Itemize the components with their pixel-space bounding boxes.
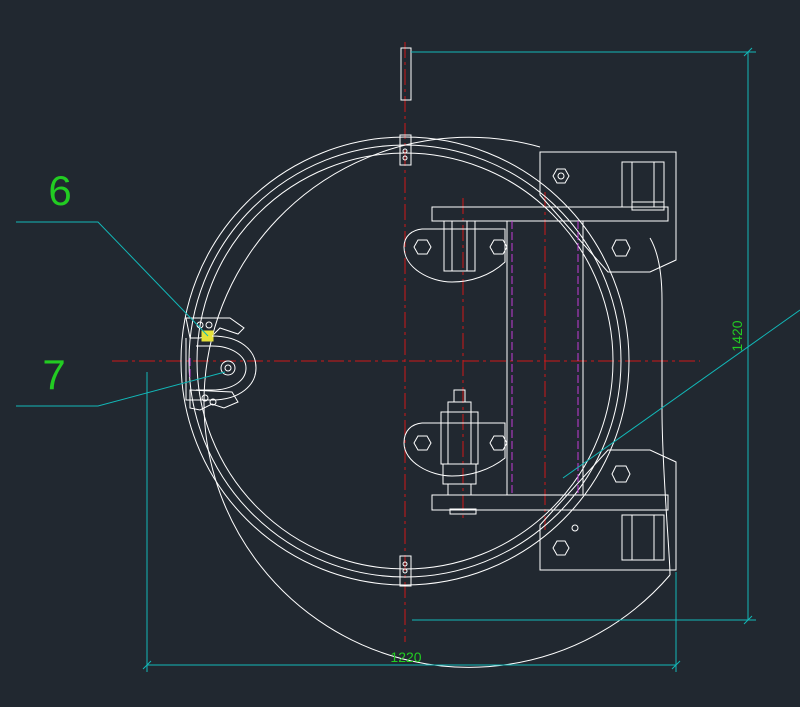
top-hinge-plate-outline — [539, 151, 677, 273]
bottom-arm — [431, 494, 669, 511]
door-ring-outer — [180, 136, 630, 586]
bottom-hinge-hex-nut-2 — [611, 465, 631, 483]
width-tick-left — [142, 660, 152, 670]
leader-right — [562, 309, 800, 479]
height-dimension-label: 1420 — [729, 320, 745, 351]
bottom-hinge-hex-nut — [552, 540, 570, 556]
top-rod-body — [400, 47, 412, 101]
leader-6 — [16, 221, 209, 337]
upper-right-nut — [489, 239, 508, 255]
dimension-height — [411, 47, 756, 625]
lower-right-nut — [489, 435, 508, 451]
latch-pin-2 — [205, 321, 213, 329]
top-hinge-hex-nut — [552, 168, 570, 184]
latch-mechanism — [185, 317, 257, 411]
top-arm — [431, 206, 669, 222]
bottom-hinge-plate-outline — [539, 449, 677, 571]
lower-left-nut — [413, 435, 432, 451]
bottom-hinge-plate — [539, 449, 677, 571]
bottom-clip-hole-1 — [402, 561, 408, 567]
door-ring-middle — [188, 144, 622, 578]
latch-cam-inner — [224, 364, 232, 372]
latch-housing-inner — [196, 345, 247, 391]
leader-7 — [16, 371, 226, 407]
latch-housing-outer — [185, 335, 257, 401]
top-hinge-hex-nut-2 — [611, 239, 631, 257]
top-clip — [399, 134, 412, 166]
bottom-clip — [399, 555, 412, 587]
callout-6: 6 — [48, 167, 71, 214]
callout-7: 7 — [42, 351, 65, 398]
bottom-hinge-block — [621, 514, 665, 561]
latch-pin-4 — [209, 398, 217, 406]
height-tick-bottom — [743, 615, 753, 625]
top-rod — [400, 47, 412, 101]
bottom-clip-hole-2 — [402, 568, 408, 574]
upper-left-nut — [413, 239, 432, 255]
top-hinge-block — [621, 161, 665, 208]
upper-bracket-outline — [403, 228, 506, 283]
upper-pin-body — [443, 220, 476, 272]
top-hinge-plate — [539, 151, 677, 273]
latch-lower-arm — [189, 389, 239, 411]
latch-upper-arm — [185, 317, 245, 339]
ring-clips — [399, 134, 412, 587]
dimension-width — [142, 372, 681, 672]
upper-bracket — [403, 220, 508, 283]
lower-bracket — [403, 389, 508, 496]
width-tick-right — [671, 660, 681, 670]
lower-bolt-tail — [447, 483, 472, 496]
height-tick-top — [743, 47, 753, 57]
leader-lines — [16, 221, 800, 479]
frame-right-edge — [649, 237, 671, 576]
central-tube — [506, 220, 584, 496]
tube-outline — [506, 220, 584, 496]
bottom-arm-end-cap — [449, 508, 477, 515]
bottom-hinge-pin-hole — [571, 524, 579, 532]
top-clip-hole-1 — [402, 148, 408, 154]
outer-frame-arc — [203, 136, 671, 668]
top-arm-end-cap — [631, 201, 665, 211]
door-body — [180, 136, 671, 668]
width-dimension-label: 1220 — [390, 649, 421, 665]
latch-pin-3 — [201, 394, 209, 402]
lower-bolt-body — [440, 411, 479, 465]
latch-cam-outer — [220, 360, 236, 376]
lower-bracket-outline — [403, 422, 506, 477]
top-hinge-hex-nut-center — [557, 172, 565, 180]
top-clip-hole-2 — [402, 155, 408, 161]
lower-bolt-washer — [447, 401, 472, 413]
centerlines — [112, 42, 700, 642]
